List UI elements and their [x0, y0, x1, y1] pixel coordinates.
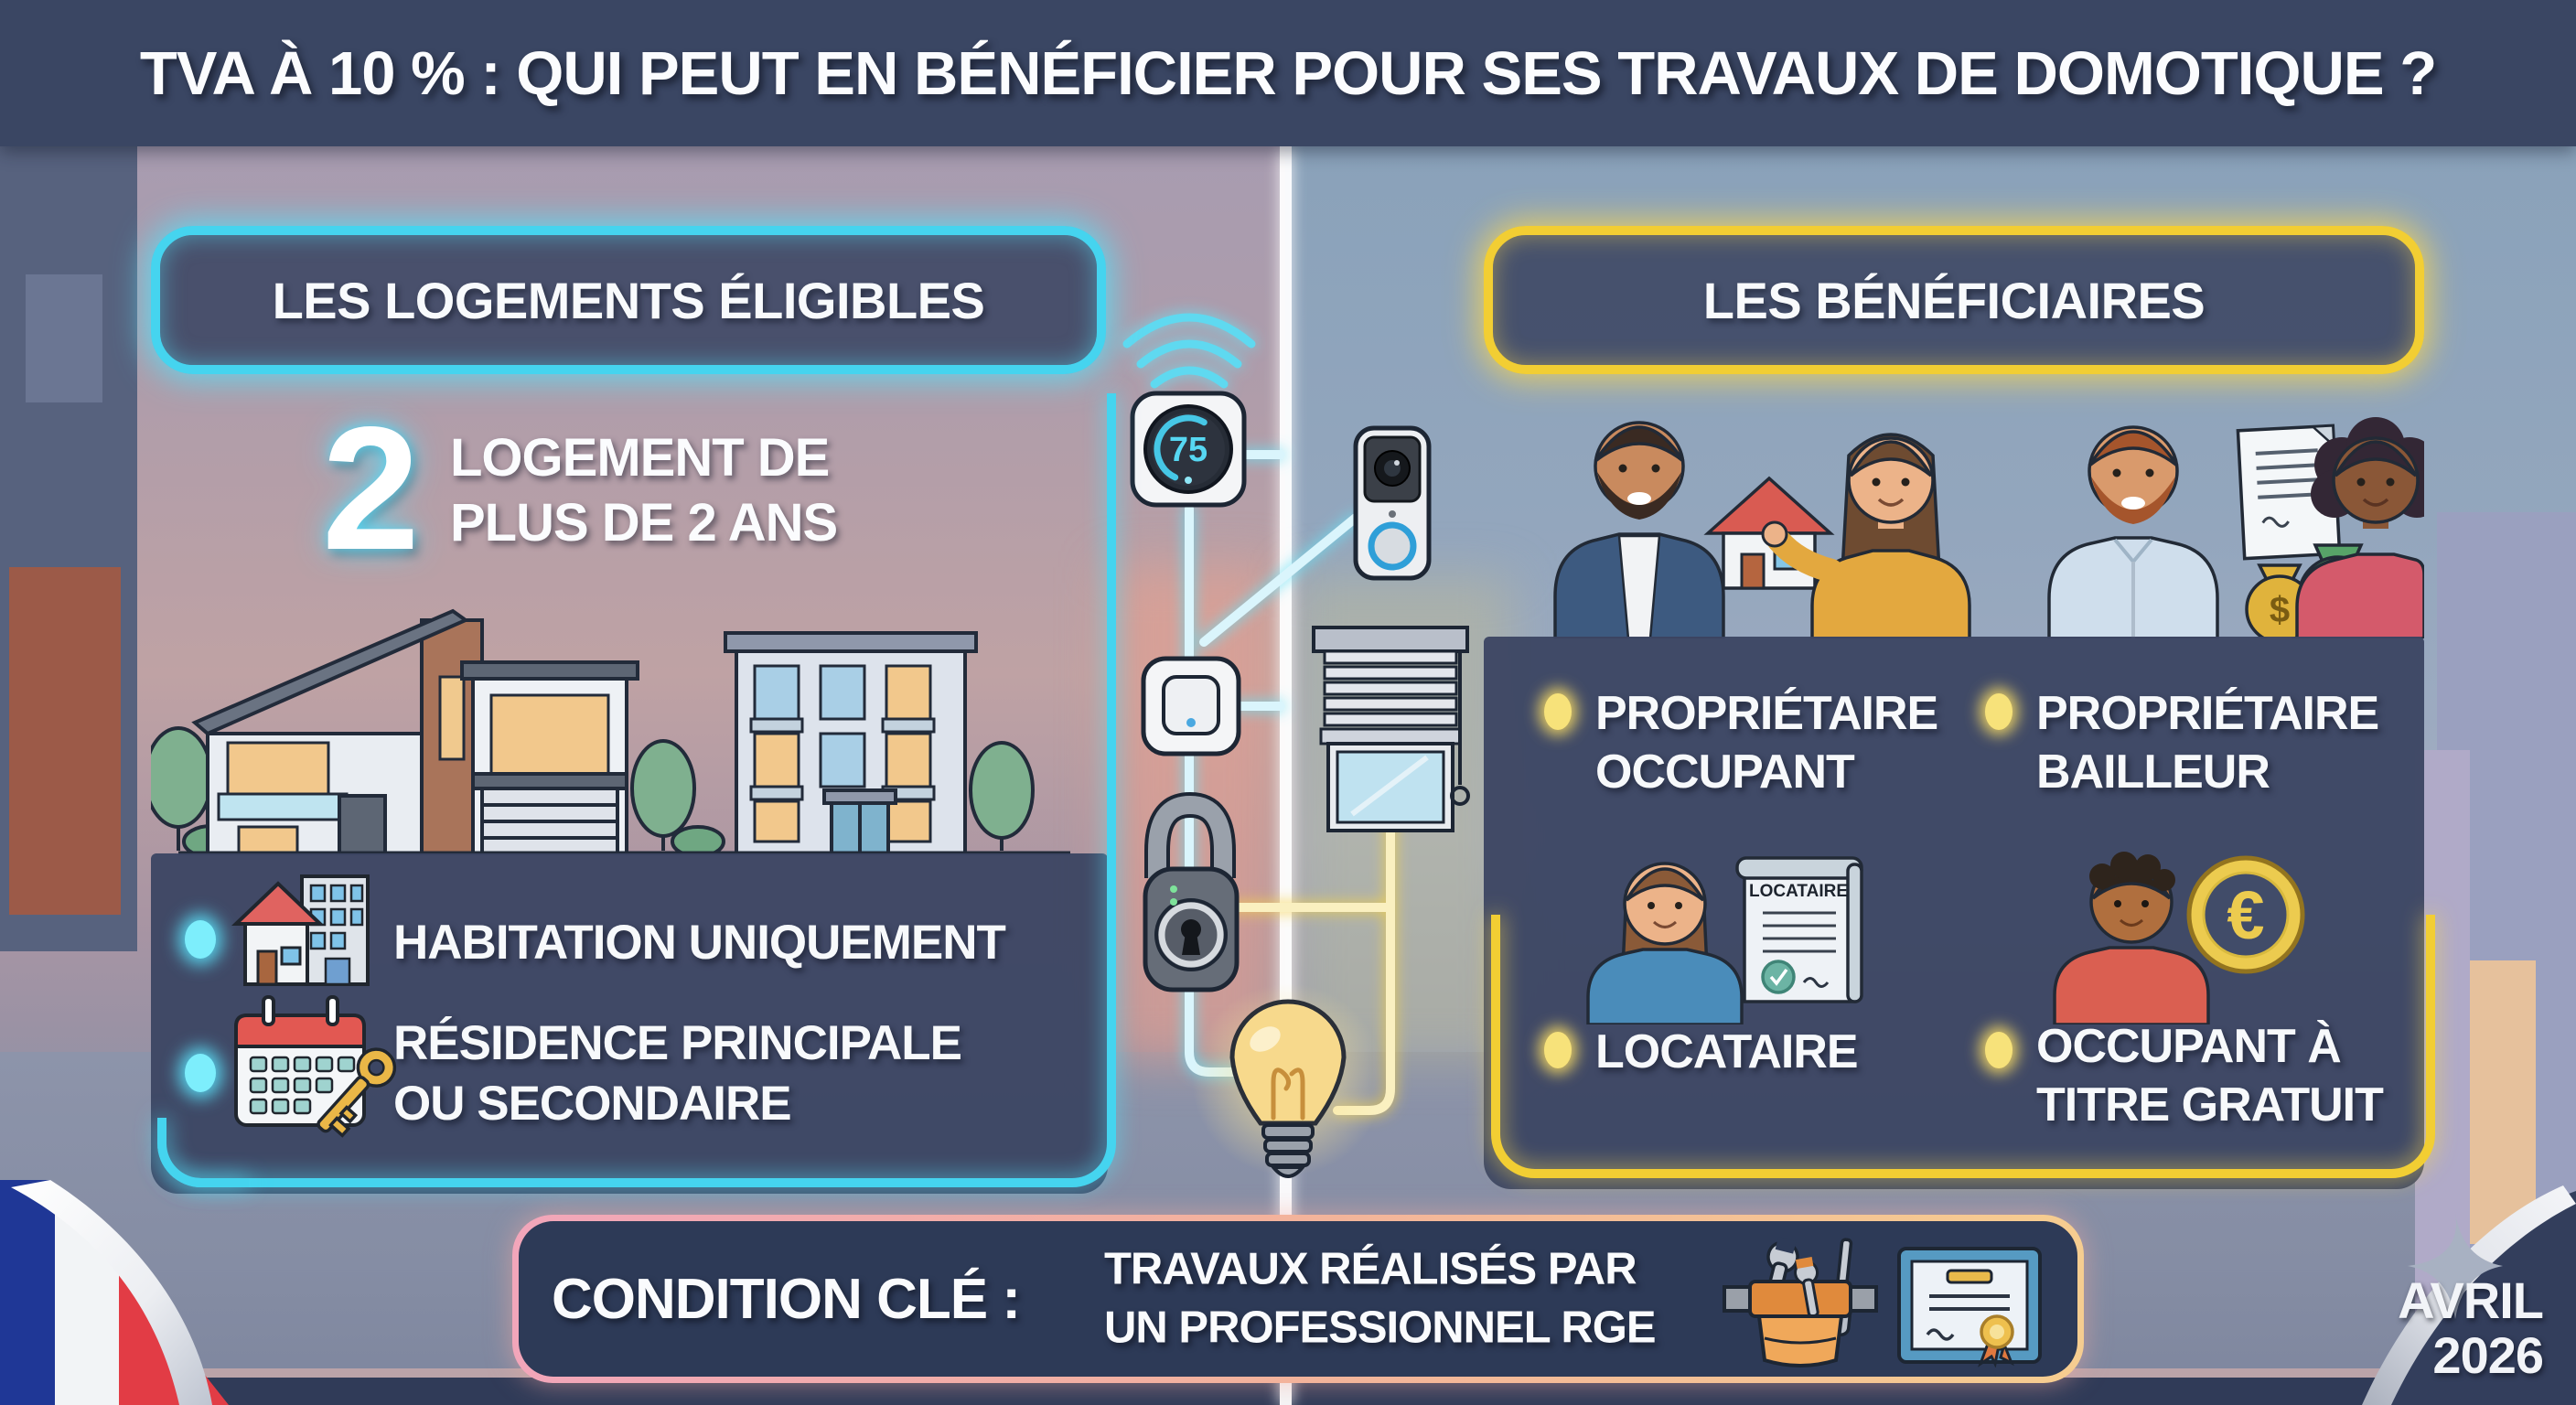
bullet-dot	[1544, 1032, 1572, 1068]
right-bullet1-label: PROPRIÉTAIRE OCCUPANT	[1595, 684, 1938, 802]
age-highlight-line1: LOGEMENT DE	[450, 428, 830, 488]
left-neon-frame-corner	[157, 1118, 249, 1187]
right-bullet4-label: OCCUPANT À TITRE GRATUIT	[2036, 1017, 2384, 1135]
bullet-dot	[1985, 693, 2012, 730]
age-highlight-number: 2	[322, 390, 420, 586]
wifi-icon	[1122, 313, 1256, 389]
left-bullet2-line2: OU SECONDAIRE	[393, 1076, 792, 1131]
right-neon-frame	[1491, 915, 2435, 1178]
left-bullet2-label: RÉSIDENCE PRINCIPALE OU SECONDAIRE	[393, 1014, 962, 1133]
age-highlight-line2: PLUS DE 2 ANS	[450, 492, 838, 552]
condition-line2: UN PROFESSIONNEL RGE	[1104, 1303, 1657, 1352]
dusk-pink-glow	[1109, 567, 1279, 1061]
title-bar: TVA À 10 % : QUI PEUT EN BÉNÉFICIER POUR…	[0, 0, 2576, 146]
page-title: TVA À 10 % : QUI PEUT EN BÉNÉFICIER POUR…	[139, 38, 2437, 108]
right-bullet3-label: LOCATAIRE	[1595, 1025, 1859, 1078]
condition-line1: TRAVAUX RÉALISÉS PAR	[1104, 1244, 1637, 1294]
bullet-dot	[185, 1054, 216, 1092]
page-curl	[11, 1180, 212, 1405]
left-panel-header-label: LES LOGEMENTS ÉLIGIBLES	[272, 271, 985, 329]
left-panel-header: LES LOGEMENTS ÉLIGIBLES	[151, 226, 1106, 374]
french-flag-page-curl	[0, 1180, 229, 1405]
right-bullet1-line2: OCCUPANT	[1595, 745, 1855, 799]
right-bullet2-line1: PROPRIÉTAIRE	[2036, 687, 2379, 740]
date-month: AVRIL	[2398, 1271, 2544, 1329]
bullet-dot	[185, 920, 216, 959]
left-building-window	[26, 274, 102, 402]
right-bullet2-line2: BAILLEUR	[2036, 745, 2270, 799]
right-bullet4-line2: TITRE GRATUIT	[2036, 1078, 2384, 1132]
date-year: 2026	[2432, 1326, 2544, 1385]
left-bullet1-label: HABITATION UNIQUEMENT	[393, 916, 1006, 970]
sparkle-star-icon	[2408, 1213, 2503, 1319]
bullet-dot	[1985, 1032, 2012, 1068]
age-highlight-text: LOGEMENT DE PLUS DE 2 ANS	[450, 426, 838, 556]
left-neon-frame	[157, 393, 1116, 1187]
condition-label: CONDITION CLÉ :	[552, 1267, 1021, 1331]
publication-date: AVRIL 2026	[2338, 1271, 2544, 1385]
condition-text: TRAVAUX RÉALISÉS PAR UN PROFESSIONNEL RG…	[1104, 1240, 1657, 1357]
habitation-icon	[231, 874, 370, 986]
dusk-sage-glow	[1295, 576, 1511, 1061]
condition-bar: CONDITION CLÉ : TRAVAUX RÉALISÉS PAR UN …	[512, 1215, 2084, 1383]
toolbelt-icon	[1723, 1237, 1878, 1367]
right-building-lit-doorway	[2470, 960, 2536, 1244]
calendar-key-icon	[234, 995, 397, 1138]
smart-thermostat-icon: 75	[1130, 391, 1247, 508]
thermostat-value: 75	[1169, 431, 1208, 469]
revealed-corner	[2371, 1191, 2576, 1405]
right-bullet2-label: PROPRIÉTAIRE BAILLEUR	[2036, 684, 2379, 802]
right-panel-header-label: LES BÉNÉFICIAIRES	[1702, 271, 2206, 329]
condition-bar-inner: CONDITION CLÉ : TRAVAUX RÉALISÉS PAR UN …	[519, 1221, 2077, 1377]
page-curl	[2362, 1185, 2576, 1405]
right-bullet4-line1: OCCUPANT À	[2036, 1020, 2342, 1073]
rge-certificate-icon	[1897, 1247, 2042, 1367]
right-bullet1-line1: PROPRIÉTAIRE	[1595, 687, 1938, 740]
bottom-right-page-curl	[2362, 1185, 2576, 1405]
left-bullet2-line1: RÉSIDENCE PRINCIPALE	[393, 1016, 962, 1070]
left-building-door	[9, 567, 121, 915]
bullet-dot	[1544, 693, 1572, 730]
right-panel-header: LES BÉNÉFICIAIRES	[1484, 226, 2424, 374]
